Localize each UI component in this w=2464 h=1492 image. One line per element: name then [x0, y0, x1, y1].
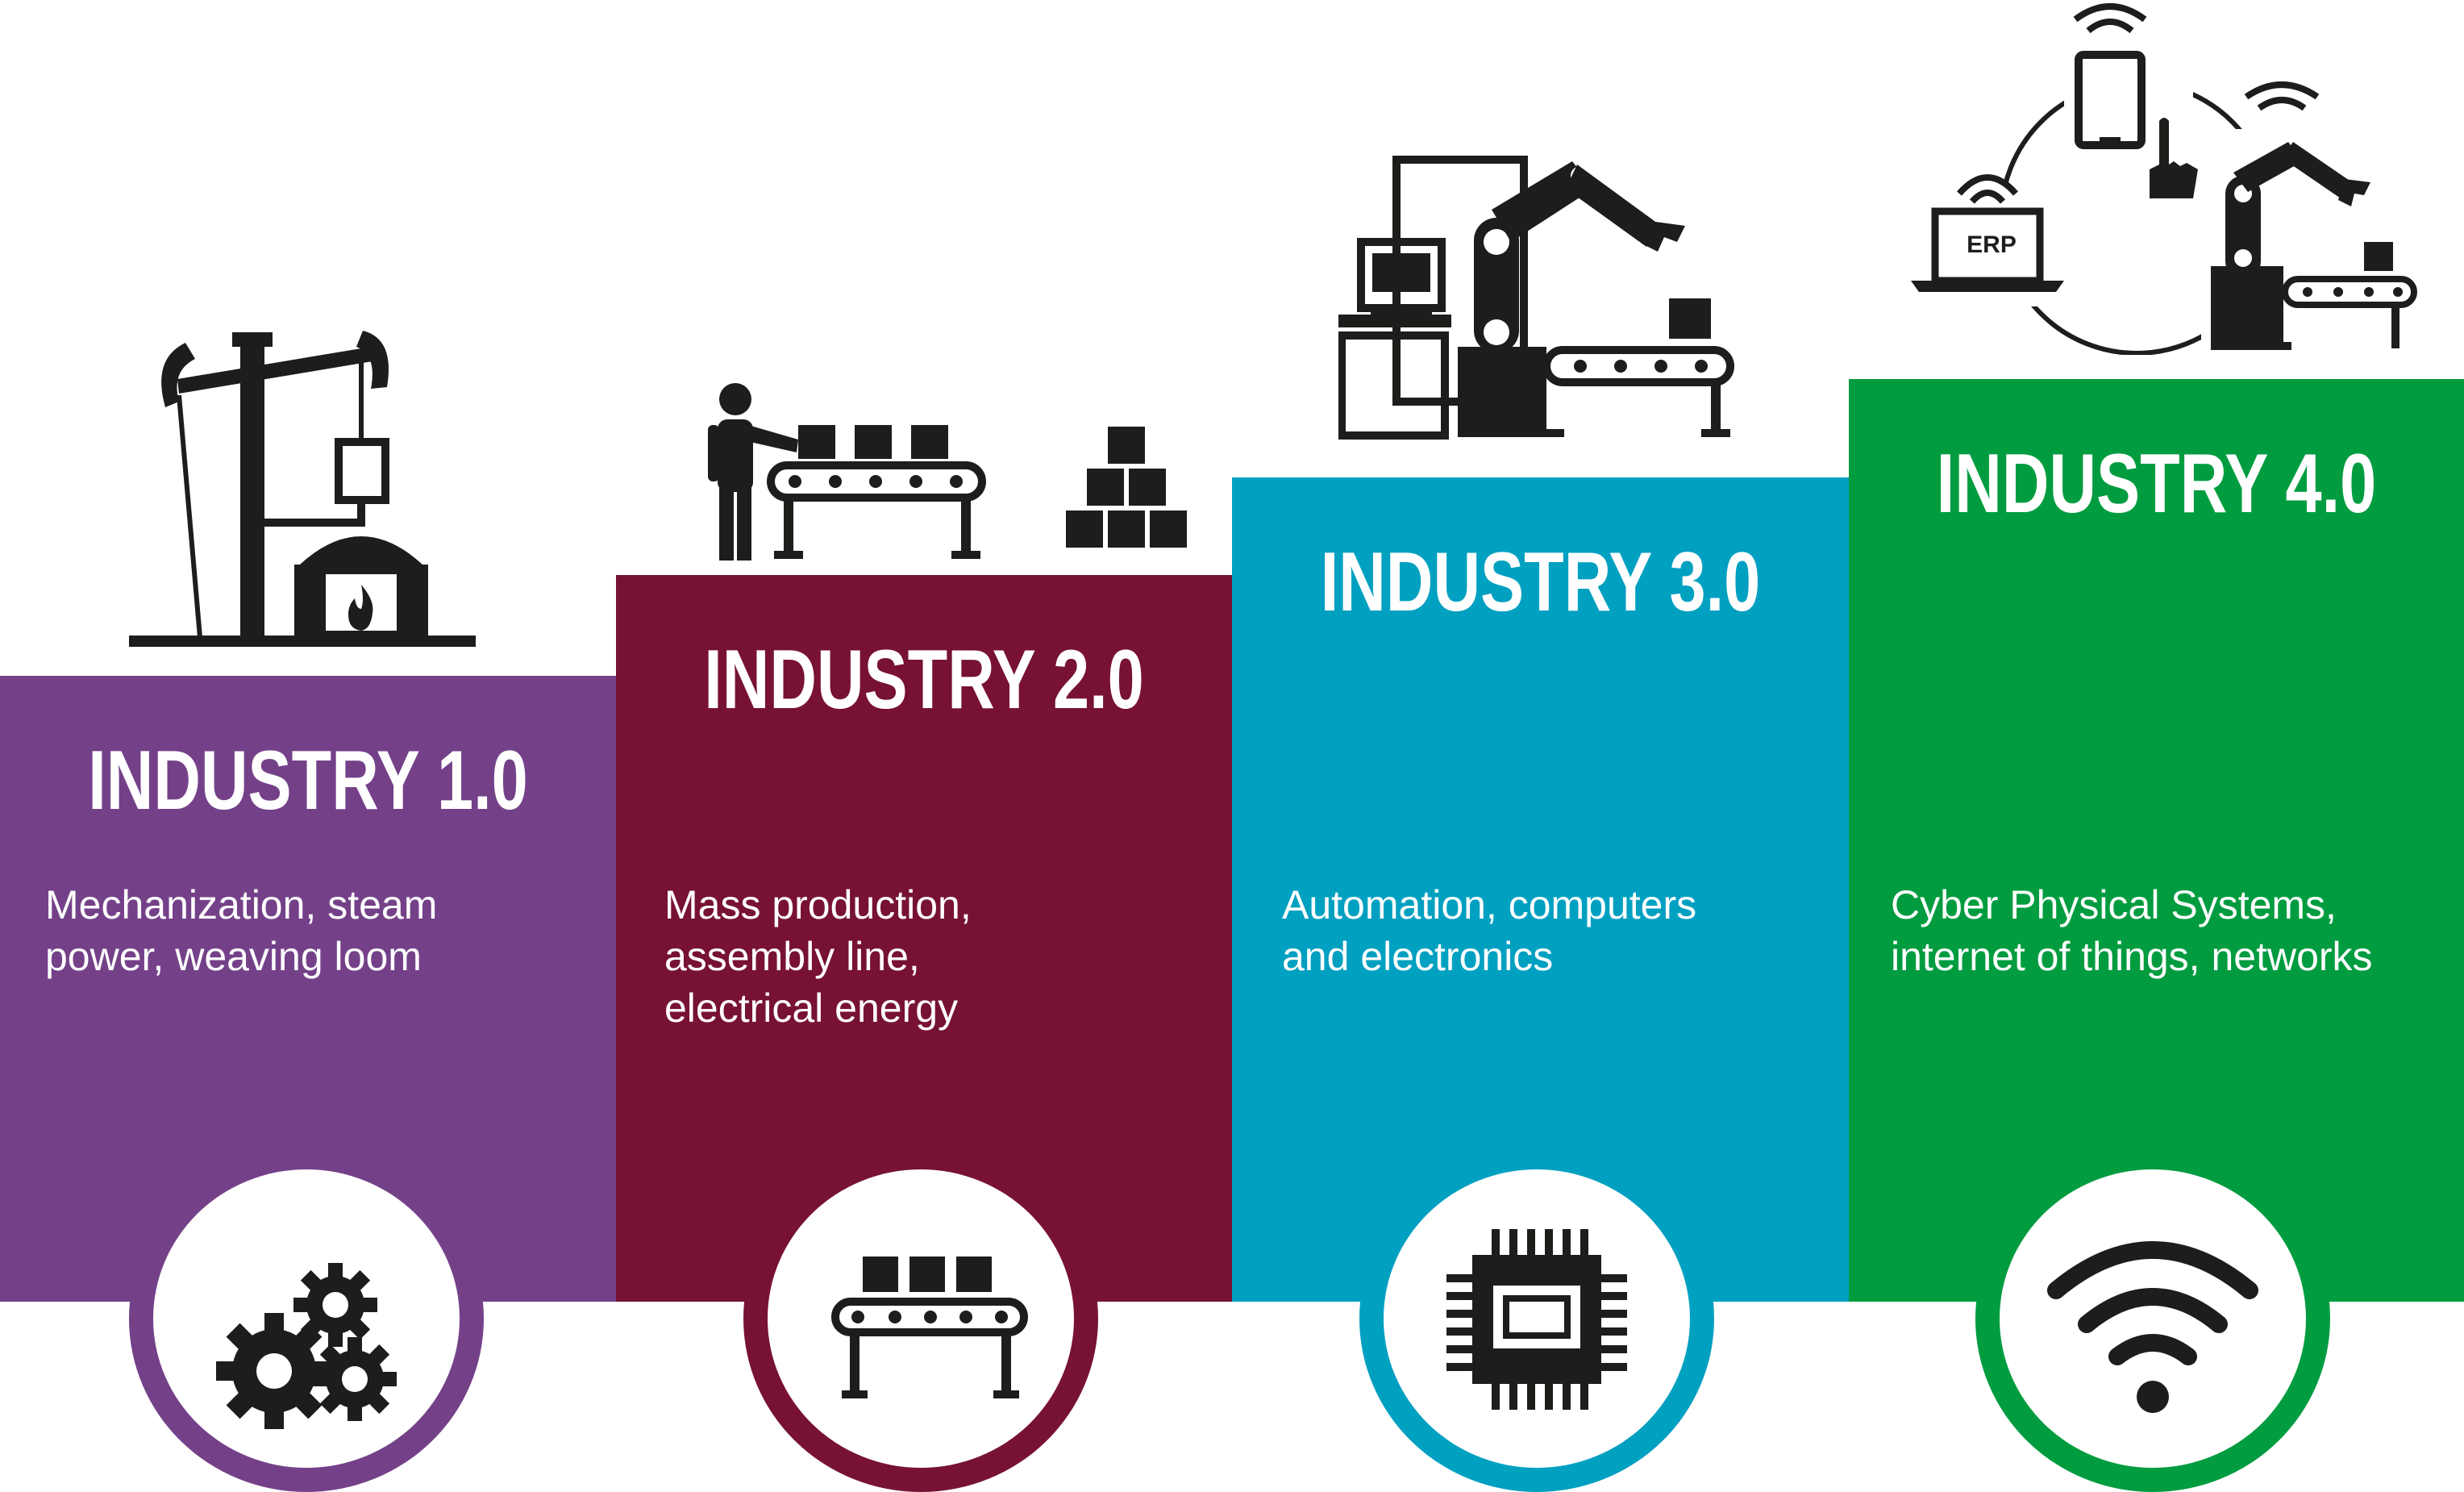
steam-pump-icon	[129, 331, 476, 647]
robot-arm-computer-icon	[1338, 156, 1734, 440]
industry-2-title: INDUSTRY 2.0	[704, 633, 1144, 727]
conveyor-belt-icon	[831, 1257, 1028, 1398]
industry-4-description: Cyber Physical Systems, internet of thin…	[1891, 882, 2373, 979]
industry-1-description: Mechanization, steam power, weaving loom	[45, 882, 438, 979]
industry-2-panel: INDUSTRY 2.0 Mass production, assembly l…	[616, 575, 1232, 1302]
wifi-icon	[2047, 1241, 2258, 1413]
industry-3-circle	[1359, 1145, 1714, 1492]
industry-4-circle	[1975, 1145, 2330, 1492]
assembly-line-worker-icon	[708, 383, 1187, 561]
industry-1-title: INDUSTRY 1.0	[88, 734, 528, 827]
microchip-icon	[1446, 1229, 1627, 1410]
industry-1-panel: INDUSTRY 1.0 Mechanization, steam power,…	[0, 676, 616, 1302]
industry-2-description: Mass production, assembly line, electric…	[664, 882, 972, 1031]
erp-label: ERP	[1967, 231, 2017, 258]
industry-1-circle	[129, 1145, 484, 1492]
industry-3-description: Automation, computers and electronics	[1282, 882, 1697, 979]
gears-icon	[216, 1263, 397, 1429]
industry-4-title: INDUSTRY 4.0	[1936, 437, 2377, 531]
industry-3-title: INDUSTRY 3.0	[1320, 536, 1761, 629]
connected-factory-icon: ERP	[1903, 0, 2419, 355]
industry-2-circle	[743, 1145, 1098, 1492]
